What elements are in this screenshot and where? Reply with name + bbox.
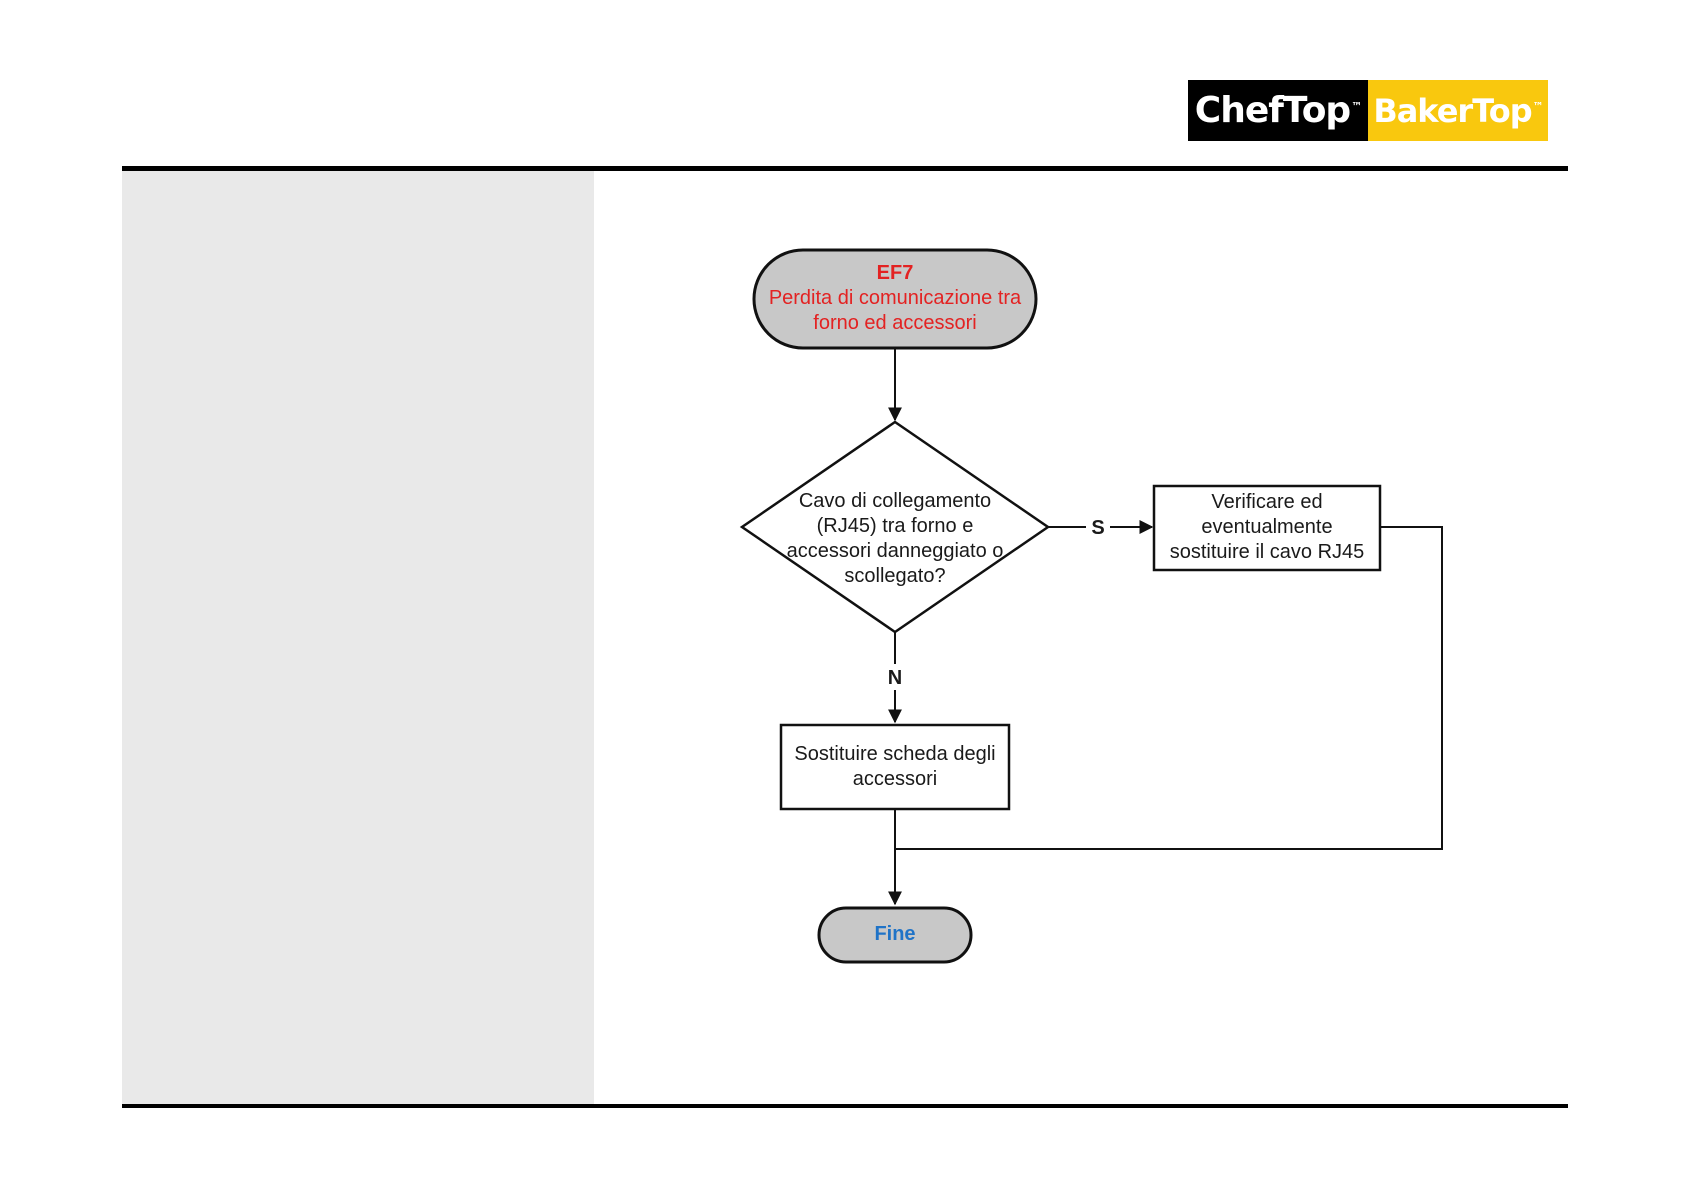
action-yes-line-1: Verificare ed	[1211, 491, 1322, 513]
start-code: EF7	[877, 262, 914, 284]
action-no-line-1: Sostituire scheda degli	[794, 743, 995, 765]
start-line-2: forno ed accessori	[813, 312, 976, 334]
end-terminal: Fine	[819, 908, 971, 962]
start-terminal: EF7 Perdita di comunicazione tra forno e…	[754, 250, 1036, 348]
start-line-1: Perdita di comunicazione tra	[769, 287, 1022, 309]
action-no-box: Sostituire scheda degli accessori	[781, 725, 1009, 809]
action-yes-box: Verificare ed eventualmente sostituire i…	[1154, 486, 1380, 570]
end-label: Fine	[874, 923, 915, 945]
action-yes-line-2: eventualmente	[1201, 516, 1332, 538]
yes-branch-label: S	[1091, 517, 1104, 539]
decision-line-3: accessori danneggiato o	[787, 540, 1004, 562]
no-branch-label: N	[888, 667, 902, 689]
action-yes-line-3: sostituire il cavo RJ45	[1170, 541, 1365, 563]
decision-line-2: (RJ45) tra forno e	[817, 515, 974, 537]
decision-diamond: Cavo di collegamento (RJ45) tra forno e …	[742, 422, 1048, 632]
action-no-line-2: accessori	[853, 768, 937, 790]
decision-line-4: scollegato?	[844, 565, 945, 587]
decision-line-1: Cavo di collegamento	[799, 490, 991, 512]
